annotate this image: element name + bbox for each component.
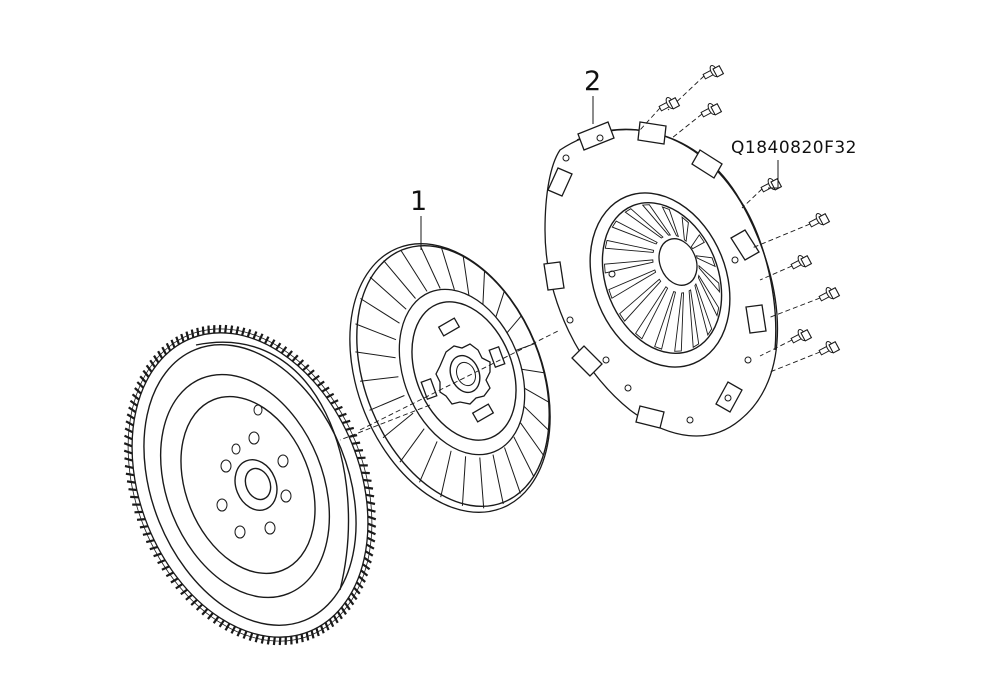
bolt — [767, 286, 841, 319]
pressure-plate-bolts — [639, 64, 841, 373]
pressure-plate-cover-holes — [562, 134, 752, 424]
part-number-label: Q1840820F32 — [731, 138, 858, 158]
flywheel-center-bore — [244, 467, 272, 501]
clutch-disc-hub-spline — [456, 361, 476, 387]
bolt — [751, 212, 831, 249]
clutch-pressure-plate — [543, 121, 779, 437]
flywheel-hub-step — [180, 395, 316, 575]
bolt — [769, 340, 841, 373]
part-code-leader — [768, 160, 779, 189]
flywheel-rim-inner-edge — [143, 344, 357, 626]
flywheel-ring-gear — [123, 324, 377, 646]
pressure-plate-center-opening — [658, 238, 698, 286]
clutch-disc-friction-grooves — [355, 245, 549, 509]
flywheel-side-face — [195, 341, 350, 591]
flywheel-friction-face — [159, 373, 331, 599]
callout-label-2: 2 — [584, 66, 602, 97]
flywheel — [123, 324, 377, 646]
clutch-disc — [349, 243, 551, 513]
bolt — [671, 102, 723, 139]
disc-to-flywheel-centerline — [339, 404, 431, 441]
flywheel-center-hub — [234, 459, 278, 511]
alignment-centerline — [359, 329, 561, 431]
bolt — [759, 328, 813, 357]
pressure-plate-recess — [589, 192, 731, 368]
callout-label-1: 1 — [410, 186, 428, 217]
pressure-plate-diaphragm-ring — [601, 201, 723, 355]
clutch-disc-damper-ring — [411, 301, 517, 441]
bolt — [667, 64, 725, 111]
clutch-disc-damper-springs — [420, 317, 506, 423]
bolt — [741, 177, 783, 209]
pressure-plate-diaphragm-fingers — [604, 204, 721, 352]
flywheel-bolt-holes — [216, 404, 292, 539]
clutch-disc-hub-bore — [449, 354, 481, 394]
bolt — [759, 254, 813, 281]
flywheel-outer-rim — [131, 332, 369, 638]
pressure-plate-mounting-tabs — [543, 121, 767, 429]
bolt — [639, 96, 681, 131]
